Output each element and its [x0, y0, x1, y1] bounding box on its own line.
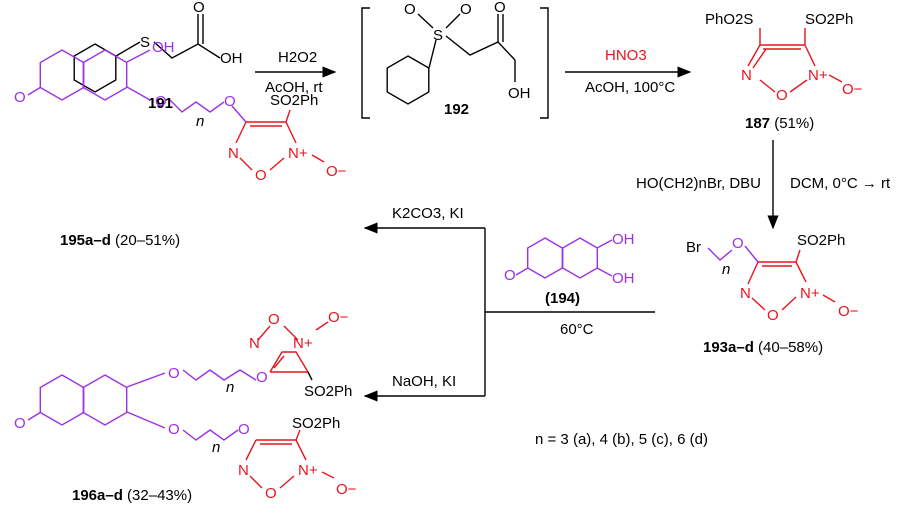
oxide-anion: O− — [328, 309, 349, 326]
carbonyl-oxygen: O — [14, 89, 26, 106]
oxygen-atom: O — [460, 1, 472, 18]
oxide-anion: O− — [326, 163, 347, 180]
n-subscript: n — [722, 261, 730, 278]
conditions: AcOH, 100°C — [585, 79, 675, 96]
n-oxide-nitrogen: N+ — [288, 145, 308, 162]
reagent-naoh-ki: NaOH, KI — [392, 373, 456, 390]
oxygen-atom: O — [193, 0, 205, 16]
sulfur-atom: S — [140, 34, 150, 51]
oxygen-atom: O — [494, 0, 506, 16]
compound-label-195: 195a–d (20–51%) — [60, 232, 180, 249]
lactone-ring — [39, 374, 85, 426]
n-subscript: n — [226, 379, 234, 396]
compound-label-193: 193a–d (40–58%) — [703, 339, 823, 356]
n-oxide-nitrogen: N+ — [800, 285, 820, 302]
oxide-anion: O− — [842, 81, 863, 98]
compound-195: OH O O O n SO2Ph N N+ O O− 195a–d (20–51… — [14, 39, 347, 249]
compound-196: O O O O O n n N N+ O O− SO2Ph SO2Ph N N+… — [14, 309, 357, 504]
hydroxyl: OH — [152, 39, 175, 56]
phenylsulfonyl-group: SO2Ph — [805, 11, 853, 28]
benzene-ring — [386, 55, 430, 105]
hydroxyl: OH — [612, 270, 635, 287]
compound-187: PhO2S SO2Ph N N+ O O− 187 (51%) — [705, 11, 863, 132]
ring-oxygen: O — [255, 167, 267, 184]
compound-label-194: (194) — [545, 290, 580, 307]
n-oxide-nitrogen: N+ — [293, 335, 313, 352]
nitrogen-atom: N — [249, 335, 260, 352]
n-oxide-nitrogen: N+ — [298, 462, 318, 479]
compound-label-196: 196a–d (32–43%) — [72, 487, 192, 504]
phenylsulfonyl-group: SO2Ph — [270, 92, 318, 109]
ring-oxygen: O — [268, 311, 280, 328]
nitrogen-atom: N — [741, 67, 752, 84]
conditions: DCM, 0°C → rt — [790, 175, 891, 192]
oxide-anion: O− — [838, 303, 859, 320]
reaction-step-1: H2O2 AcOH, rt — [255, 49, 337, 96]
compound-193: Br O n SO2Ph N N+ O O− 193a–d (40–58%) — [686, 232, 859, 356]
ring-oxygen: O — [767, 307, 779, 324]
compound-label-192: 192 — [444, 101, 469, 118]
phenylsulfonyl-group: PhO2S — [705, 11, 753, 28]
compound-label-187: 187 (51%) — [745, 115, 814, 132]
phenylsulfonyl-group: SO2Ph — [292, 415, 340, 432]
phenylsulfonyl-group: SO2Ph — [304, 383, 352, 400]
ether-oxygen: O — [155, 93, 167, 110]
ether-oxygen: O — [256, 369, 268, 386]
hydroxyl: OH — [220, 50, 243, 67]
oxygen-atom: O — [404, 1, 416, 18]
ether-oxygen: O — [168, 365, 180, 382]
ether-oxygen: O — [238, 421, 250, 438]
nitrogen-atom: N — [238, 462, 249, 479]
benzene-ring — [82, 374, 128, 426]
reaction-step-3: HO(CH2)nBr, DBU DCM, 0°C → rt — [636, 140, 891, 230]
hydroxyl: OH — [508, 85, 531, 102]
carbonyl-oxygen: O — [14, 415, 26, 432]
compound-label-191: 191 — [148, 95, 173, 112]
reaction-step-2: HNO3 AcOH, 100°C — [565, 47, 692, 96]
reagent-hno3: HNO3 — [605, 47, 647, 64]
ether-oxygen: O — [224, 93, 236, 110]
compound-194: OH OH O (194) — [504, 231, 635, 307]
ether-oxygen: O — [168, 421, 180, 438]
nitrogen-atom: N — [228, 145, 239, 162]
benzene-ring — [562, 237, 598, 279]
lactone-ring — [39, 49, 85, 101]
phenylsulfonyl-group: SO2Ph — [797, 232, 845, 249]
sulfur-atom: S — [433, 27, 443, 44]
n-subscript: n — [212, 439, 220, 456]
reagent-h2o2: H2O2 — [278, 49, 317, 66]
n-values-legend: n = 3 (a), 4 (b), 5 (c), 6 (d) — [535, 431, 708, 448]
compound-192: S O O O OH 192 — [361, 0, 549, 119]
oxide-anion: O− — [336, 481, 357, 498]
conditions-60c: 60°C — [560, 321, 594, 338]
n-subscript: n — [196, 113, 204, 130]
nitrogen-atom: N — [740, 285, 751, 302]
ring-oxygen: O — [776, 87, 788, 104]
benzene-ring — [82, 49, 128, 101]
reagent-k2co3-ki: K2CO3, KI — [392, 205, 464, 222]
carbonyl-oxygen: O — [504, 267, 516, 284]
reaction-step-4-5: K2CO3, KI NaOH, KI 60°C — [363, 205, 655, 402]
reagent-bromoalcohol-dbu: HO(CH2)nBr, DBU — [636, 175, 761, 192]
benzene-ring — [73, 43, 117, 93]
compound-191: S O OH 191 — [73, 0, 243, 112]
bromine-atom: Br — [686, 239, 701, 256]
hydroxyl: OH — [612, 231, 635, 248]
conditions: AcOH, rt — [265, 79, 323, 96]
ether-oxygen: O — [732, 235, 744, 252]
n-oxide-nitrogen: N+ — [808, 67, 828, 84]
lactone-ring — [527, 237, 563, 279]
ring-oxygen: O — [265, 485, 277, 502]
